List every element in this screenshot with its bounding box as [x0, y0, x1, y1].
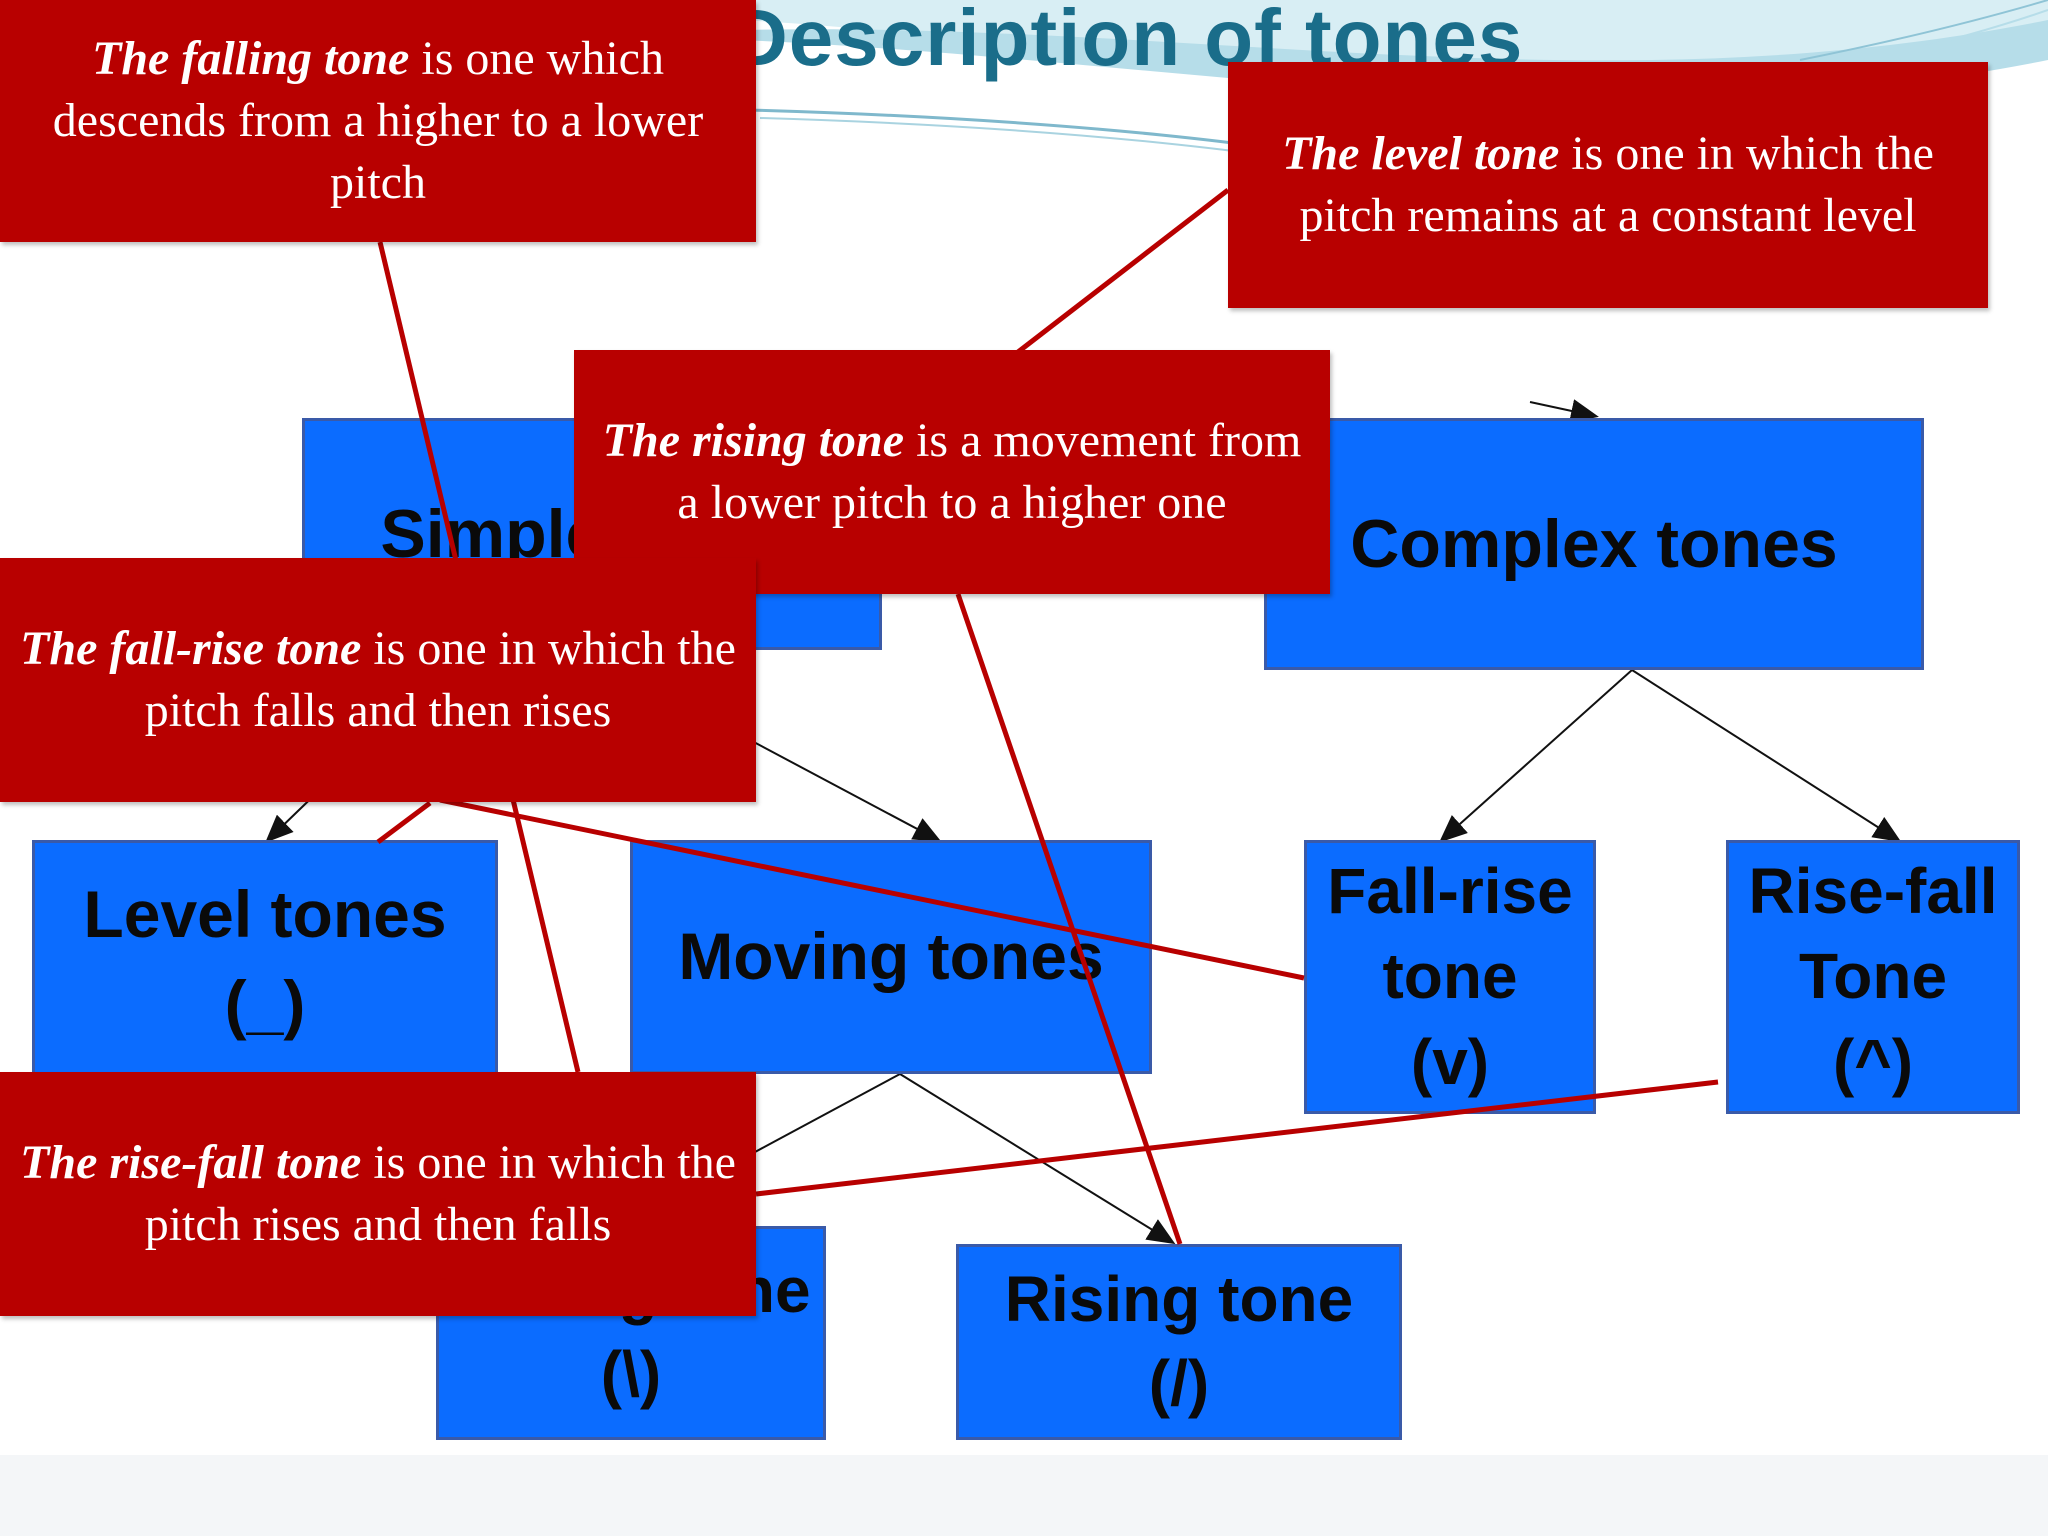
node-rise-fall-tone: Rise-fall Tone (^): [1726, 840, 2020, 1114]
node-rising-tone-label: Rising tone: [1004, 1263, 1354, 1336]
callout-rise-fall-tone: The rise-fall tone is one in which the p…: [0, 1072, 756, 1316]
node-complex-tones: Complex tones: [1264, 418, 1924, 670]
callout-rising-term: The rising tone: [602, 414, 905, 467]
arrow-moving-rising: [899, 1073, 1176, 1245]
node-rise-fall-line1: Rise-fall: [1748, 854, 1998, 927]
node-fall-rise-line1: Fall-rise: [1327, 854, 1573, 927]
callout-rising-tone: The rising tone is a movement from a low…: [574, 350, 1330, 594]
node-complex-tones-label: Complex tones: [1350, 505, 1838, 582]
callout-rise-fall-text: is one in which the pitch rises and then…: [144, 1136, 736, 1251]
node-falling-tone-symbol: (\): [600, 1338, 662, 1410]
node-rise-fall-line2: Tone: [1798, 940, 1948, 1013]
pointer-rising: [955, 593, 1183, 1245]
arrow-complex-risefall: [1631, 669, 1902, 843]
node-level-tones-symbol: (_): [224, 967, 306, 1041]
pointer-level: [1016, 188, 1230, 354]
callout-fall-rise-text: is one in which the pitch falls and then…: [144, 622, 736, 737]
callout-level-term: The level tone: [1282, 127, 1560, 180]
callout-falling-text: is one which descends from a higher to a…: [52, 32, 704, 209]
node-moving-tones: Moving tones: [630, 840, 1152, 1074]
node-fall-rise-symbol: (v): [1410, 1025, 1490, 1098]
callout-fall-rise-term: The fall-rise tone: [20, 622, 362, 675]
node-rising-tone-symbol: (/): [1148, 1347, 1210, 1419]
pointer-rise-fall: [755, 1079, 1719, 1197]
node-level-tones-label: Level tones: [83, 877, 447, 952]
node-rise-fall-symbol: (^): [1833, 1025, 1913, 1098]
callout-level-tone: The level tone is one in which the pitch…: [1228, 62, 1988, 308]
callout-fall-rise-tone: The fall-rise tone is one in which the p…: [0, 558, 756, 802]
callout-rise-fall-term: The rise-fall tone: [20, 1136, 362, 1189]
node-rising-tone: Rising tone (/): [956, 1244, 1402, 1440]
node-moving-tones-label: Moving tones: [678, 919, 1104, 994]
callout-rising-text: is a movement from a lower pitch to a hi…: [677, 414, 1302, 529]
callout-level-text: is one in which the pitch remains at a c…: [1299, 127, 1934, 242]
pointer-fall-rise-2: [376, 801, 432, 844]
node-fall-rise-tone: Fall-rise tone (v): [1304, 840, 1596, 1114]
arrow-simple-moving: [749, 739, 942, 842]
arrow-root-complex: [1529, 399, 1599, 423]
arrow-moving-falling: [754, 1073, 901, 1153]
callout-falling-term: The falling tone: [92, 32, 410, 85]
arrow-complex-fallrise: [1439, 669, 1633, 843]
footer-band: [0, 1455, 2048, 1536]
pointer-fall-rise: [439, 797, 1305, 981]
callout-falling-tone: The falling tone is one which descends f…: [0, 0, 756, 242]
node-fall-rise-line2: tone: [1382, 940, 1518, 1013]
